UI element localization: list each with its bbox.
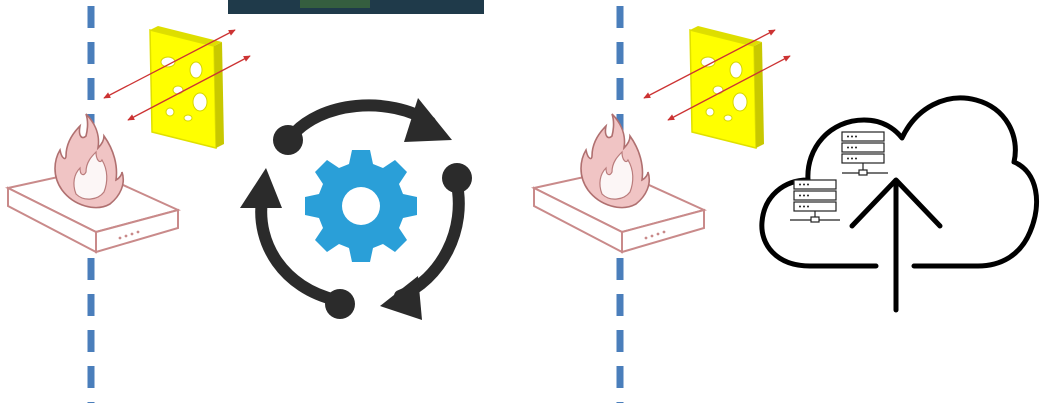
port-dots-left xyxy=(118,230,140,240)
server-rack-icon-lower xyxy=(790,179,840,223)
swiss-cheese-icon-right xyxy=(689,26,764,149)
swiss-cheese-icon-left xyxy=(149,26,224,149)
cloud-outline xyxy=(759,95,1039,269)
cloud-upload-icon xyxy=(759,95,1039,313)
attack-arrows-icon-right xyxy=(643,29,791,121)
upload-arrow-head xyxy=(849,177,943,229)
gear-icon xyxy=(305,150,417,262)
attack-arrows-icon-left xyxy=(103,29,251,121)
thumbnail-highlight xyxy=(300,0,370,8)
flame-icon-right xyxy=(580,113,651,209)
port-dots-right xyxy=(644,230,666,240)
server-rack-icon-upper xyxy=(841,131,888,176)
process-cycle-icon xyxy=(240,98,472,320)
flame-icon-left xyxy=(54,113,125,209)
cycle-arrow-left xyxy=(255,194,342,306)
